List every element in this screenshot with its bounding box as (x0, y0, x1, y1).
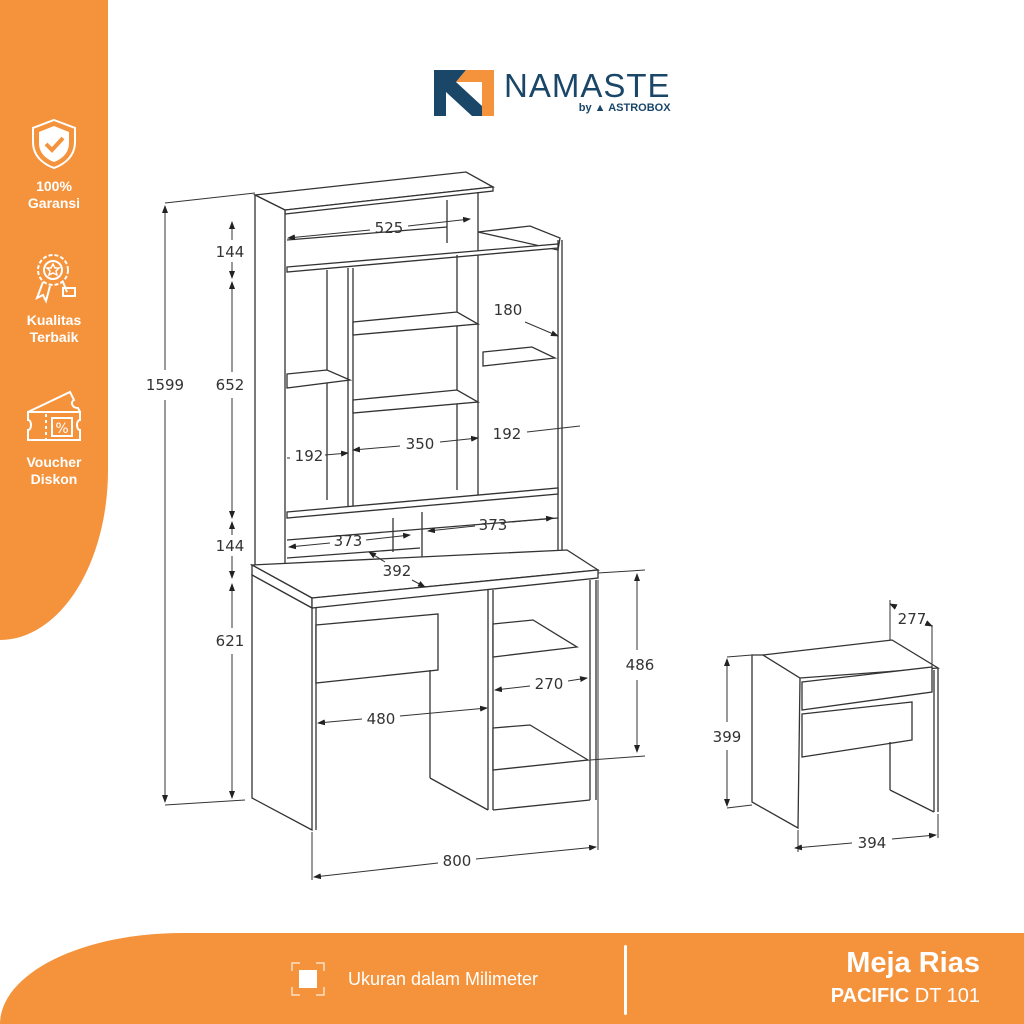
brand-logo: NAMASTE by ▲ ASTROBOX (432, 68, 671, 118)
dim-total-height: 1599 (146, 376, 184, 394)
brand-by: by (578, 102, 592, 114)
stool (751, 639, 941, 830)
badge-label: Garansi (27, 195, 81, 211)
dimension-labels: 1599 652 144 144 525 180 192 350 192 373… (146, 219, 926, 870)
footer-bar: Ukuran dalam Milimeter Meja Rias PACIFIC… (0, 933, 1024, 1024)
badge-label: Diskon (30, 471, 78, 487)
brand-parent: ASTROBOX (608, 102, 671, 114)
badge-warranty: 100%Garansi (0, 118, 108, 212)
badge-label: Terbaik (29, 329, 79, 345)
dressing-table-hutch (252, 171, 563, 582)
footer-divider (624, 945, 627, 1015)
dimension-lines (162, 192, 939, 880)
unit-note: Ukuran dalam Milimeter (290, 961, 538, 997)
badge-label: 100% (36, 178, 72, 194)
badge-label: Voucher (26, 454, 82, 470)
model-code: DT 101 (914, 985, 980, 1007)
dim-stool-width: 394 (858, 834, 887, 852)
dim-center-section: 350 (406, 435, 435, 453)
dim-knee-space: 480 (367, 710, 396, 728)
dim-hutch-top-height: 144 (216, 243, 245, 261)
voucher-ticket-icon: % (27, 390, 81, 441)
dim-desk-height: 621 (216, 632, 245, 650)
product-title: Meja Rias (846, 947, 980, 979)
dim-lower-left: 373 (334, 532, 363, 550)
model-series: PACIFIC (830, 985, 910, 1007)
dim-stool-height: 399 (713, 728, 742, 746)
brand-name: NAMASTE (504, 67, 671, 104)
measure-frame-icon (291, 962, 325, 996)
product-model: PACIFIC DT 101 (831, 985, 980, 1008)
dim-hutch-middle-height: 652 (216, 376, 245, 394)
award-ribbon-icon (35, 254, 76, 304)
namaste-logo-mark-icon (434, 70, 494, 116)
dim-cabinet-width: 270 (535, 675, 564, 693)
unit-note-text: Ukuran dalam Milimeter (348, 968, 539, 989)
svg-text:%: % (55, 421, 68, 437)
astrobox-icon: ▲ (594, 102, 606, 114)
badge-label: Kualitas (26, 312, 82, 328)
dim-cabinet-height: 486 (626, 656, 655, 674)
dim-desk-depth: 392 (383, 562, 412, 580)
dim-top-width: 525 (375, 219, 404, 237)
dim-lower-right: 373 (479, 516, 508, 534)
furniture-dimension-drawing: 1599 652 144 144 525 180 192 350 192 373… (146, 171, 941, 880)
dim-right-section: 192 (493, 425, 522, 443)
dim-stool-depth: 277 (898, 610, 927, 628)
dim-hutch-depth: 180 (494, 301, 523, 319)
dim-left-section: 192 (295, 447, 324, 465)
dressing-table-desk (249, 549, 600, 832)
dim-hutch-bottom-height: 144 (216, 537, 245, 555)
dim-desk-width: 800 (443, 852, 472, 870)
shield-check-icon (32, 118, 76, 170)
